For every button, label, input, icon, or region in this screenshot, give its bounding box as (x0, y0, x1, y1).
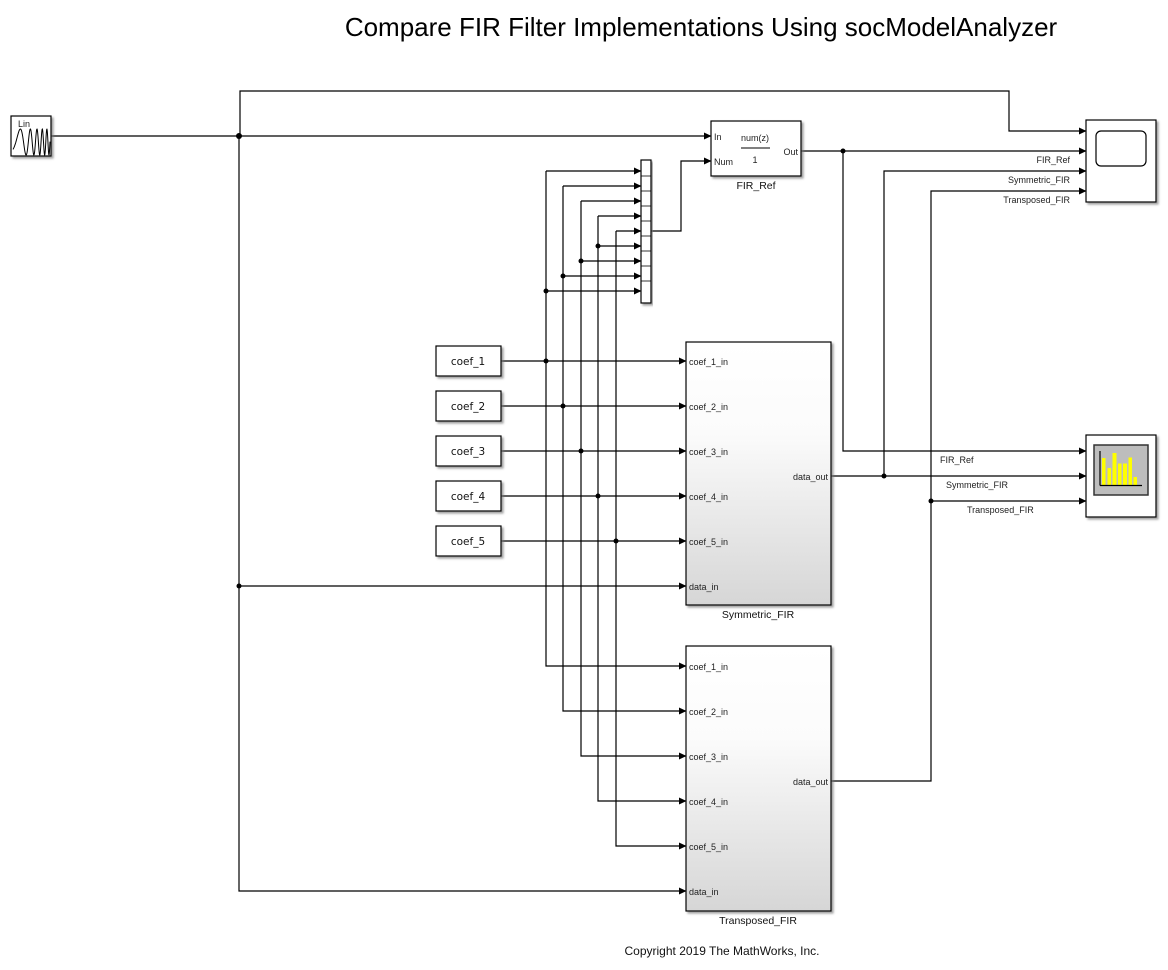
port-label: coef_3_in (689, 447, 728, 457)
signal-lines (51, 90, 1087, 895)
junction-dot (543, 358, 549, 364)
transposed-fir-frame[interactable] (685, 645, 832, 912)
coef-block-2[interactable]: coef_2 (435, 390, 502, 422)
coef-frame[interactable] (435, 435, 502, 467)
coef-frame[interactable] (435, 525, 502, 557)
port-label-output: data_out (793, 472, 829, 482)
port-label: coef_5_in (689, 842, 728, 852)
coef-label: coef_1 (451, 356, 485, 368)
mux-dividers (641, 175, 651, 282)
port-label: coef_4_in (689, 492, 728, 502)
junction-dot (236, 133, 242, 139)
port-label: data_in (689, 582, 719, 592)
coef-label: coef_4 (451, 491, 486, 503)
junction-dot (595, 243, 601, 249)
chirp-source-label: Lin (18, 119, 30, 129)
symmetric-fir-frame[interactable] (685, 341, 832, 606)
scope-signal-label: FIR_Ref (1036, 155, 1070, 165)
port-label: coef_1_in (689, 357, 728, 367)
wire-mux-to-fir-ref-num[interactable] (651, 157, 712, 232)
coef-block-1[interactable]: coef_1 (435, 345, 502, 377)
wire-symmetric-to-scope[interactable] (883, 167, 1087, 476)
junction-dot (840, 148, 846, 154)
transposed-fir-subsystem[interactable]: coef_1_in coef_2_in coef_3_in coef_4_in … (685, 645, 832, 927)
scope-block[interactable] (1085, 119, 1157, 203)
spectrum-analyzer-block[interactable] (1085, 434, 1157, 518)
coef-frame[interactable] (435, 390, 502, 422)
junction-dot (560, 273, 566, 279)
fir-ref-numerator: num(z) (741, 133, 769, 143)
coef-block-3[interactable]: coef_3 (435, 435, 502, 467)
port-label: coef_5_in (689, 537, 728, 547)
wire-coef-1-to-transposed[interactable] (545, 171, 687, 670)
spectrum-analyzer-icon (1093, 444, 1149, 496)
copyright-annotation: Copyright 2019 The MathWorks, Inc. (625, 944, 820, 958)
coef-block-5[interactable]: coef_5 (435, 525, 502, 557)
junction-dot (881, 473, 887, 479)
chirp-source-block[interactable]: Lin (10, 115, 52, 157)
port-label-output: data_out (793, 777, 829, 787)
chirp-signal-icon (12, 128, 51, 157)
coef-label: coef_3 (451, 446, 485, 458)
port-label: coef_4_in (689, 797, 728, 807)
coef-label: coef_5 (451, 536, 485, 548)
mux-frame[interactable] (640, 159, 652, 304)
port-label: coef_2_in (689, 402, 728, 412)
scope-signal-label: Transposed_FIR (1003, 195, 1070, 205)
transposed-fir-name: Transposed_FIR (719, 915, 797, 927)
symmetric-fir-name: Symmetric_FIR (722, 609, 795, 621)
port-label: coef_3_in (689, 752, 728, 762)
model-title: Compare FIR Filter Implementations Using… (345, 12, 1058, 42)
coef-label: coef_2 (451, 401, 485, 413)
fir-ref-out-port: Out (783, 147, 798, 157)
fir-ref-denominator: 1 (752, 155, 757, 165)
junction-dot (578, 448, 584, 454)
spectrum-signal-label: Transposed_FIR (967, 505, 1034, 515)
junction-dot (543, 288, 549, 294)
fir-ref-in-port: In (714, 132, 722, 142)
wire-fir-ref-to-spectrum[interactable] (842, 151, 1087, 455)
junction-dot (595, 493, 601, 499)
port-label: data_in (689, 887, 719, 897)
junction-dot (560, 403, 566, 409)
scope-signal-label: Symmetric_FIR (1008, 175, 1071, 185)
junction-dot (578, 258, 584, 264)
wire-source-to-transposed-data-in[interactable] (238, 136, 687, 895)
scope-icon (1095, 130, 1147, 167)
port-label: coef_2_in (689, 707, 728, 717)
fir-ref-num-port: Num (714, 157, 733, 167)
junction-dots (236, 133, 934, 589)
junction-dot (236, 583, 242, 589)
symmetric-fir-subsystem[interactable]: coef_1_in coef_2_in coef_3_in coef_4_in … (685, 341, 832, 621)
wire-source-to-scope[interactable] (239, 90, 1087, 136)
spectrum-signal-label: Symmetric_FIR (946, 480, 1009, 490)
coef-frame[interactable] (435, 345, 502, 377)
wire-coef-3-to-transposed[interactable] (580, 201, 687, 760)
port-label: coef_1_in (689, 662, 728, 672)
fir-ref-block[interactable]: In Num Out num(z) 1 FIR_Ref (710, 120, 802, 192)
junction-dot (928, 498, 934, 504)
mux-block[interactable] (640, 159, 652, 304)
wire-coef-4-to-transposed[interactable] (597, 216, 687, 805)
coef-frame[interactable] (435, 480, 502, 512)
wire-transposed-to-scope[interactable] (831, 187, 1087, 782)
coef-block-4[interactable]: coef_4 (435, 480, 502, 512)
spectrum-signal-label: FIR_Ref (940, 455, 974, 465)
junction-dot (613, 538, 619, 544)
wire-coef-5-to-transposed[interactable] (615, 231, 687, 850)
fir-ref-name: FIR_Ref (736, 180, 775, 192)
